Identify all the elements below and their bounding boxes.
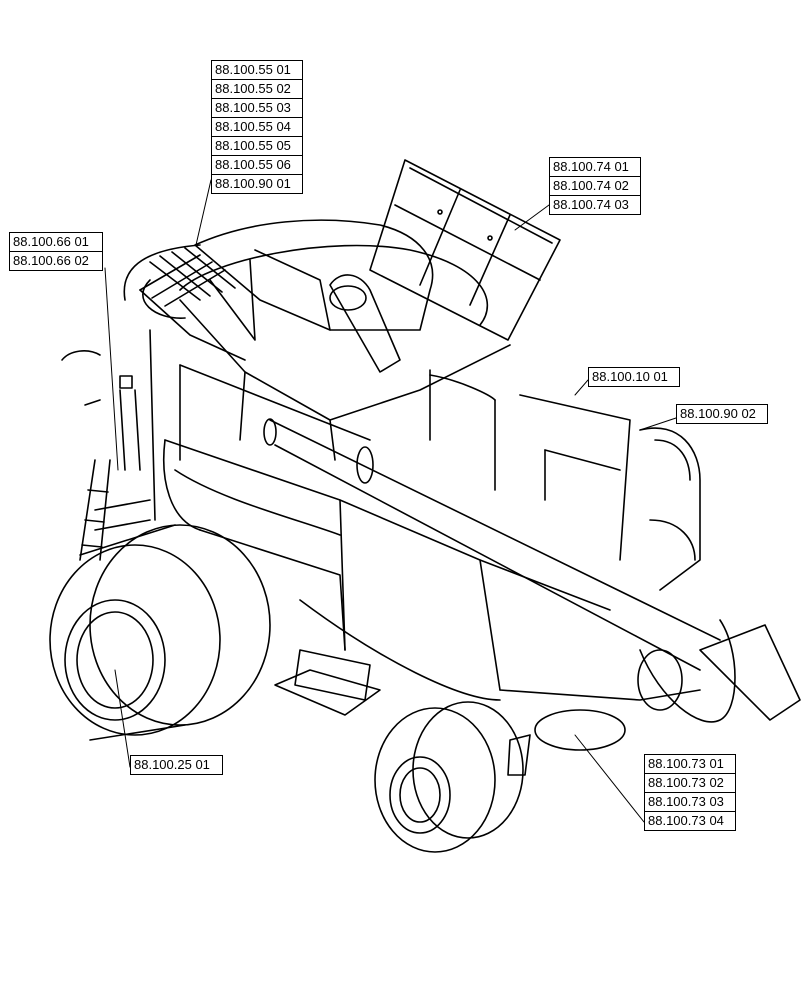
callout-spreader: 88.100.73 01 88.100.73 02 88.100.73 03 8… (644, 754, 736, 831)
callout-front-wheel: 88.100.25 01 (130, 755, 223, 775)
part-code: 88.100.74 02 (550, 177, 640, 196)
part-code: 88.100.55 01 (212, 61, 302, 80)
part-code: 88.100.73 02 (645, 774, 735, 793)
part-code: 88.100.55 04 (212, 118, 302, 137)
part-code: 88.100.90 01 (215, 176, 291, 191)
callout-engine-deck: 88.100.10 01 (588, 367, 680, 387)
part-code: 88.100.55 06 (212, 156, 302, 175)
unloading-auger (263, 418, 801, 721)
part-code: 88.100.73 03 (645, 793, 735, 812)
part-code: 88.100.55 05 (212, 137, 302, 156)
part-code: 88.100.25 01 (134, 757, 210, 772)
chaff-spreader (507, 709, 626, 776)
part-code: 88.100.66 01 (10, 233, 102, 252)
callout-rear-railing: 88.100.90 02 (676, 404, 768, 424)
part-code: 88.100.73 01 (645, 755, 735, 774)
callout-ladder: 88.100.66 01 88.100.66 02 (9, 232, 103, 271)
machine-body (61, 329, 701, 701)
part-code: 88.100.66 02 (13, 253, 89, 268)
step-platform (274, 649, 381, 716)
right-wheel (637, 619, 736, 723)
part-code: 88.100.73 04 (648, 813, 724, 828)
callout-tank-cover: 88.100.74 01 88.100.74 02 88.100.74 03 (549, 157, 641, 215)
part-code: 88.100.55 02 (212, 80, 302, 99)
grain-tank (123, 219, 511, 461)
part-code: 88.100.90 02 (680, 406, 756, 421)
part-code: 88.100.55 03 (212, 99, 302, 118)
part-code: 88.100.74 01 (550, 158, 640, 177)
part-code: 88.100.74 03 (553, 197, 629, 212)
callout-grain-tank: 88.100.55 01 88.100.55 02 88.100.55 03 8… (211, 60, 303, 194)
tank-cover-flap (369, 159, 561, 341)
rear-wheel (374, 701, 524, 853)
part-code: 88.100.10 01 (592, 369, 668, 384)
front-wheel (49, 524, 271, 741)
leader-lines (104, 179, 677, 823)
